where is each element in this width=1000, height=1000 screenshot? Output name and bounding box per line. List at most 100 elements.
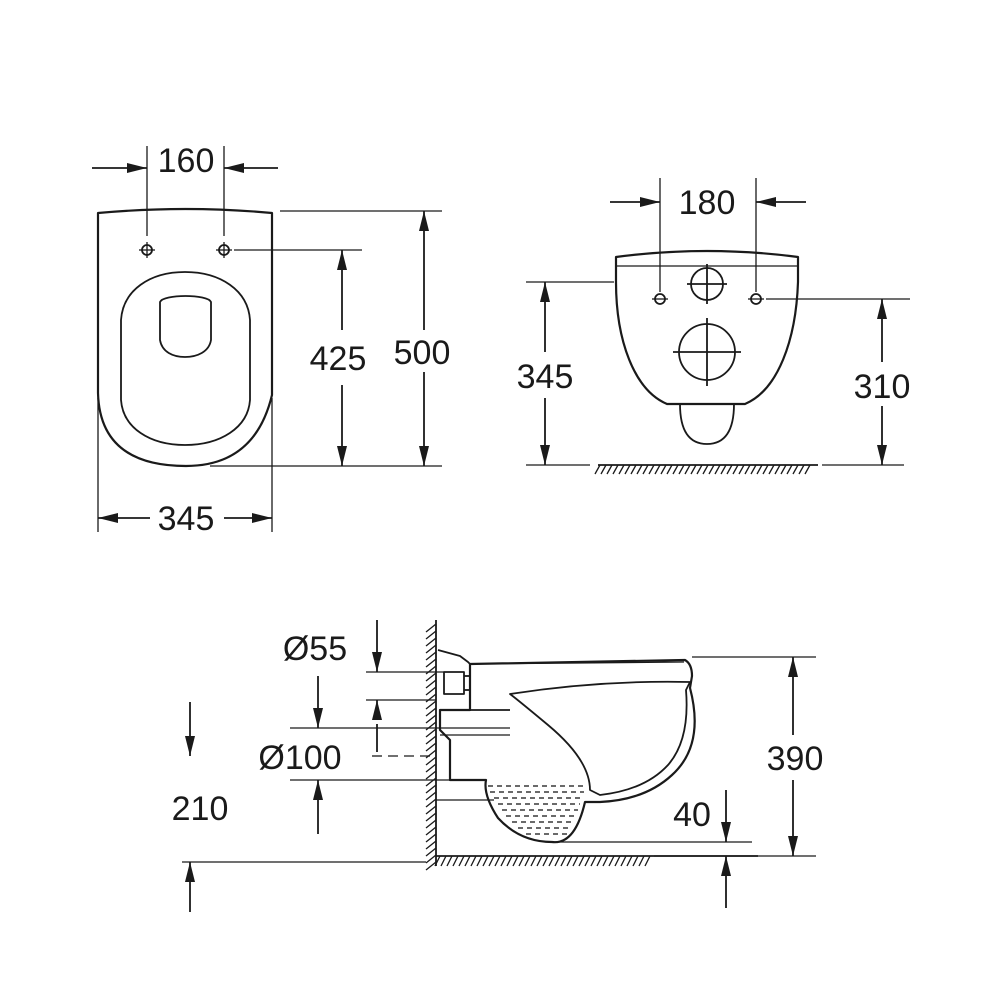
hatch-line: [425, 805, 437, 815]
hatch-line: [708, 464, 715, 475]
hatch-line: [762, 464, 769, 475]
hatch-line: [732, 464, 739, 475]
hatch-line: [425, 798, 437, 808]
top-view-mounting-hole-right: [216, 242, 232, 258]
hatch-line: [636, 464, 643, 475]
hatch-line: [702, 464, 709, 475]
hatch-line: [425, 714, 437, 724]
hatch-line: [606, 464, 613, 475]
hatch-line: [578, 855, 585, 867]
hatch-line: [425, 840, 437, 850]
side-view-floor-hatch: [434, 855, 651, 867]
hatch-line: [425, 693, 437, 703]
side-view-water-hatch: [488, 785, 584, 835]
hatch-line: [425, 854, 437, 864]
front-view: 180 345 310: [517, 178, 911, 475]
dim-390: 390: [767, 740, 824, 778]
hatch-line: [446, 855, 453, 867]
hatch-line: [425, 770, 437, 780]
hatch-line: [548, 855, 555, 867]
hatch-line: [425, 651, 437, 661]
hatch-line: [500, 855, 507, 867]
hatch-line: [660, 464, 667, 475]
hatch-line: [425, 742, 437, 752]
hatch-line: [590, 855, 597, 867]
hatch-line: [774, 464, 781, 475]
hatch-line: [696, 464, 703, 475]
hatch-line: [434, 855, 441, 867]
hatch-line: [720, 464, 727, 475]
hatch-line: [425, 686, 437, 696]
hatch-line: [425, 777, 437, 787]
side-view-mounting-flange: [437, 649, 471, 665]
hatch-line: [554, 855, 561, 867]
hatch-line: [756, 464, 763, 475]
hatch-line: [425, 700, 437, 710]
hatch-line: [618, 464, 625, 475]
side-view: Ø55 Ø100 210 390 40: [172, 620, 824, 912]
hatch-line: [786, 464, 793, 475]
front-view-mounting-hole-left: [652, 293, 668, 305]
front-view-mounting-hole-right: [748, 293, 764, 305]
hatch-line: [638, 855, 645, 867]
hatch-line: [488, 855, 495, 867]
hatch-line: [425, 658, 437, 668]
dim-180: 180: [679, 184, 736, 222]
dim-345-height: 345: [517, 358, 574, 396]
hatch-line: [792, 464, 799, 475]
hatch-line: [425, 784, 437, 794]
hatch-line: [780, 464, 787, 475]
side-view-bowl-inner: [509, 680, 691, 796]
hatch-line: [425, 630, 437, 640]
hatch-line: [798, 464, 805, 475]
hatch-line: [726, 464, 733, 475]
hatch-line: [425, 623, 437, 633]
hatch-line: [530, 855, 537, 867]
side-view-body-outline: [438, 658, 696, 844]
hatch-line: [425, 756, 437, 766]
hatch-line: [654, 464, 661, 475]
hatch-line: [425, 763, 437, 773]
dim-210: 210: [172, 790, 229, 828]
hatch-line: [620, 855, 627, 867]
dim-diameter-55: Ø55: [283, 630, 347, 668]
hatch-line: [425, 833, 437, 843]
top-view-mounting-hole-left: [139, 242, 155, 258]
hatch-line: [425, 826, 437, 836]
hatch-line: [425, 791, 437, 801]
hatch-line: [560, 855, 567, 867]
hatch-line: [425, 721, 437, 731]
dim-diameter-100: Ø100: [258, 739, 341, 777]
dim-40: 40: [673, 796, 711, 834]
hatch-line: [458, 855, 465, 867]
hatch-line: [626, 855, 633, 867]
hatch-line: [614, 855, 621, 867]
hatch-line: [524, 855, 531, 867]
hatch-line: [440, 855, 447, 867]
hatch-line: [584, 855, 591, 867]
hatch-line: [425, 637, 437, 647]
top-view-seat: [120, 271, 251, 446]
hatch-line: [608, 855, 615, 867]
side-view-wall-hatch: [425, 623, 437, 871]
hatch-line: [425, 672, 437, 682]
hatch-line: [425, 665, 437, 675]
hatch-line: [596, 855, 603, 867]
hatch-line: [536, 855, 543, 867]
hatch-line: [425, 847, 437, 857]
hatch-line: [594, 464, 601, 475]
hatch-line: [482, 855, 489, 867]
front-view-inlet: [687, 264, 727, 304]
hatch-line: [452, 855, 459, 867]
hatch-line: [690, 464, 697, 475]
front-view-outlet-lip: [679, 403, 735, 445]
hatch-line: [470, 855, 477, 867]
dim-310: 310: [854, 368, 911, 406]
hatch-line: [750, 464, 757, 475]
hatch-line: [512, 855, 519, 867]
hatch-line: [644, 855, 651, 867]
hatch-line: [572, 855, 579, 867]
dim-345-width: 345: [158, 500, 215, 538]
hatch-line: [425, 861, 437, 871]
hatch-line: [612, 464, 619, 475]
